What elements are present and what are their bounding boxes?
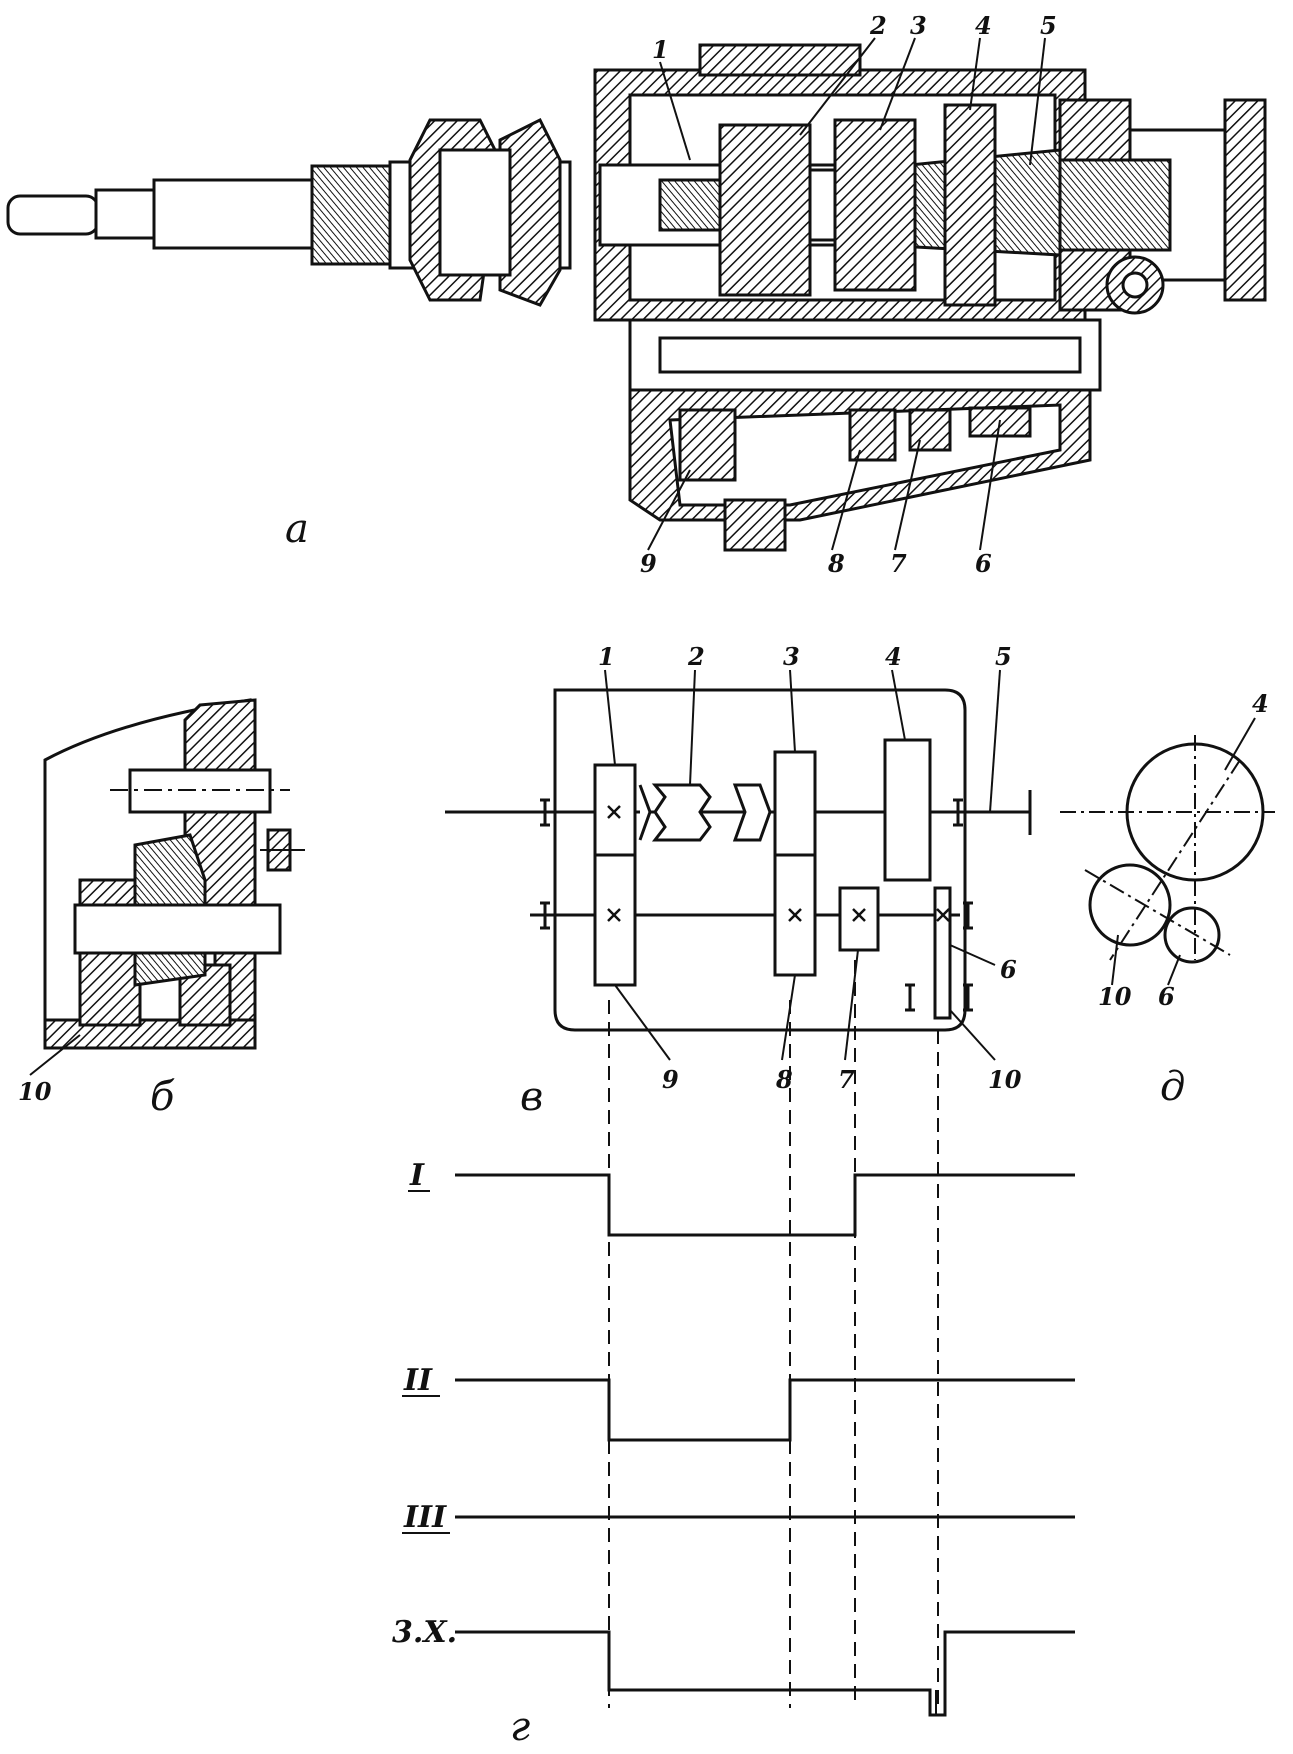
panel-label-b: б bbox=[150, 1074, 175, 1120]
circle-gear-6 bbox=[1163, 906, 1221, 964]
gear-label-III: III bbox=[403, 1500, 447, 1535]
detail-drawing bbox=[43, 698, 305, 1050]
cross-section-drawing bbox=[6, 43, 1267, 552]
section-label-6: 6 bbox=[975, 549, 992, 578]
schematic-label-1: 1 bbox=[598, 642, 615, 671]
section-label-3: 3 bbox=[910, 11, 927, 40]
schematic-label-8: 8 bbox=[775, 1065, 793, 1094]
detail-label-10: 10 bbox=[18, 1077, 52, 1106]
section-label-7: 7 bbox=[890, 549, 907, 578]
circle-label-10: 10 bbox=[1098, 982, 1132, 1011]
gear-9-block bbox=[593, 853, 637, 987]
gear-1-section bbox=[718, 123, 812, 297]
schematic-label-3: 3 bbox=[783, 642, 800, 671]
section-label-4: 4 bbox=[975, 11, 992, 40]
pulley bbox=[408, 117, 562, 307]
gear-3-block bbox=[773, 750, 817, 857]
section-label-8: 8 bbox=[827, 549, 845, 578]
coupling-2 bbox=[651, 783, 712, 842]
gear-labels: I II III 3.X. bbox=[392, 1158, 457, 1650]
gear-label-II: II bbox=[403, 1363, 433, 1398]
gear-4-section bbox=[943, 103, 997, 307]
circle-gear-10 bbox=[1088, 863, 1172, 947]
schematic-number-labels: 1 2 3 4 5 6 7 8 9 10 bbox=[598, 642, 1022, 1094]
schematic-label-9: 9 bbox=[662, 1065, 679, 1094]
gear-label-underlines bbox=[402, 1190, 450, 1534]
panel-label-v: в bbox=[520, 1074, 543, 1120]
power-flow-gear-II bbox=[455, 1378, 1075, 1442]
circle-leader-lines bbox=[1111, 717, 1256, 986]
gear-4-block bbox=[883, 738, 932, 882]
section-label-1: 1 bbox=[652, 35, 669, 64]
schematic-label-5: 5 bbox=[995, 642, 1012, 671]
schematic-label-4: 4 bbox=[885, 642, 902, 671]
schematic-label-2: 2 bbox=[687, 642, 705, 671]
section-number-labels: 1 2 3 4 5 6 7 8 9 bbox=[640, 11, 1057, 578]
detail-leader-line bbox=[29, 1034, 81, 1076]
section-label-9: 9 bbox=[640, 549, 657, 578]
gear-label-reverse: 3.X. bbox=[392, 1615, 457, 1650]
power-flow-gear-I bbox=[455, 1173, 1075, 1237]
section-label-2: 2 bbox=[869, 11, 887, 40]
schematic-label-7: 7 bbox=[838, 1065, 855, 1094]
schematic-label-6: 6 bbox=[1000, 955, 1017, 984]
section-label-5: 5 bbox=[1040, 11, 1057, 40]
circle-label-4: 4 bbox=[1252, 689, 1269, 718]
gear-7-block bbox=[838, 886, 880, 952]
panel-label-g: г bbox=[510, 1704, 530, 1749]
layshaft-housing bbox=[628, 318, 1102, 552]
circle-label-6: 6 bbox=[1158, 982, 1175, 1011]
panel-label-d: д bbox=[1160, 1064, 1185, 1110]
section-leader-lines bbox=[647, 37, 1046, 551]
circle-number-labels: 4 10 6 bbox=[1098, 689, 1269, 1011]
panel-label-a: а bbox=[285, 506, 309, 552]
gear-3-section bbox=[833, 118, 917, 292]
kinematic-schematic bbox=[445, 688, 1032, 1032]
gear-label-I: I bbox=[409, 1158, 425, 1193]
gear-mesh-circles bbox=[1060, 735, 1275, 964]
schematic-label-10: 10 bbox=[988, 1065, 1022, 1094]
gear-6-10-block bbox=[933, 886, 952, 1020]
power-flow-reverse bbox=[455, 1630, 1075, 1717]
alignment-guide-lines bbox=[608, 960, 939, 1708]
